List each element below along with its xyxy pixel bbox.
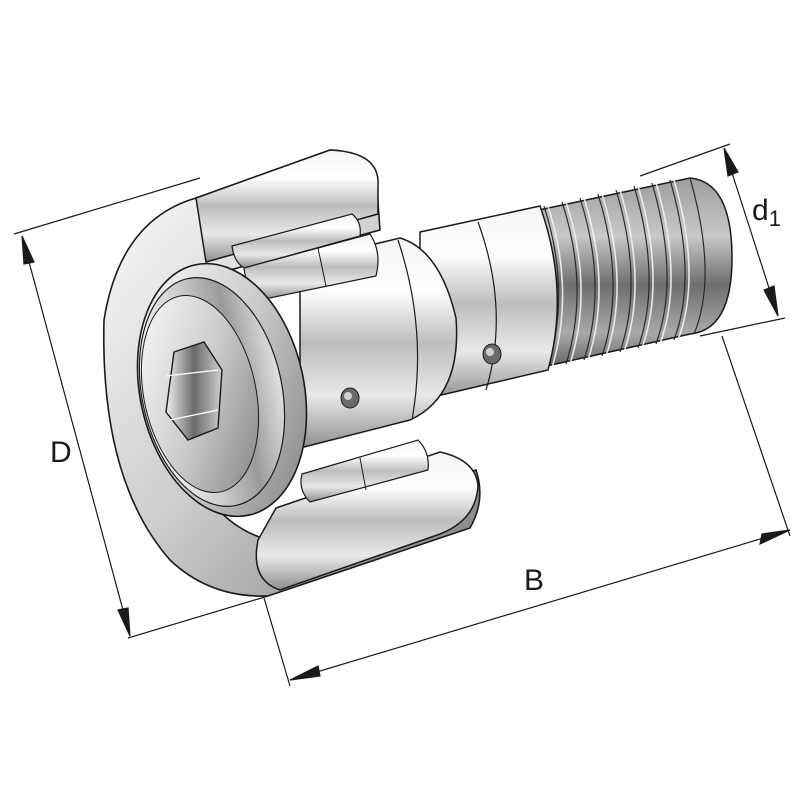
label-B-text: B bbox=[524, 564, 545, 597]
label-D-text: D bbox=[50, 436, 72, 469]
dimension-label-B: B bbox=[524, 566, 544, 596]
label-d1-subscript: 1 bbox=[768, 206, 781, 231]
needle-rollers bbox=[231, 213, 429, 503]
threaded-stud bbox=[519, 177, 733, 373]
dimension-label-d1: d1 bbox=[752, 196, 781, 230]
hex-socket-icon bbox=[165, 341, 223, 441]
inner-collar bbox=[299, 237, 458, 449]
dimension-lines bbox=[13, 143, 791, 687]
dimension-label-D: D bbox=[50, 438, 72, 468]
label-d1-text: d bbox=[752, 194, 769, 227]
